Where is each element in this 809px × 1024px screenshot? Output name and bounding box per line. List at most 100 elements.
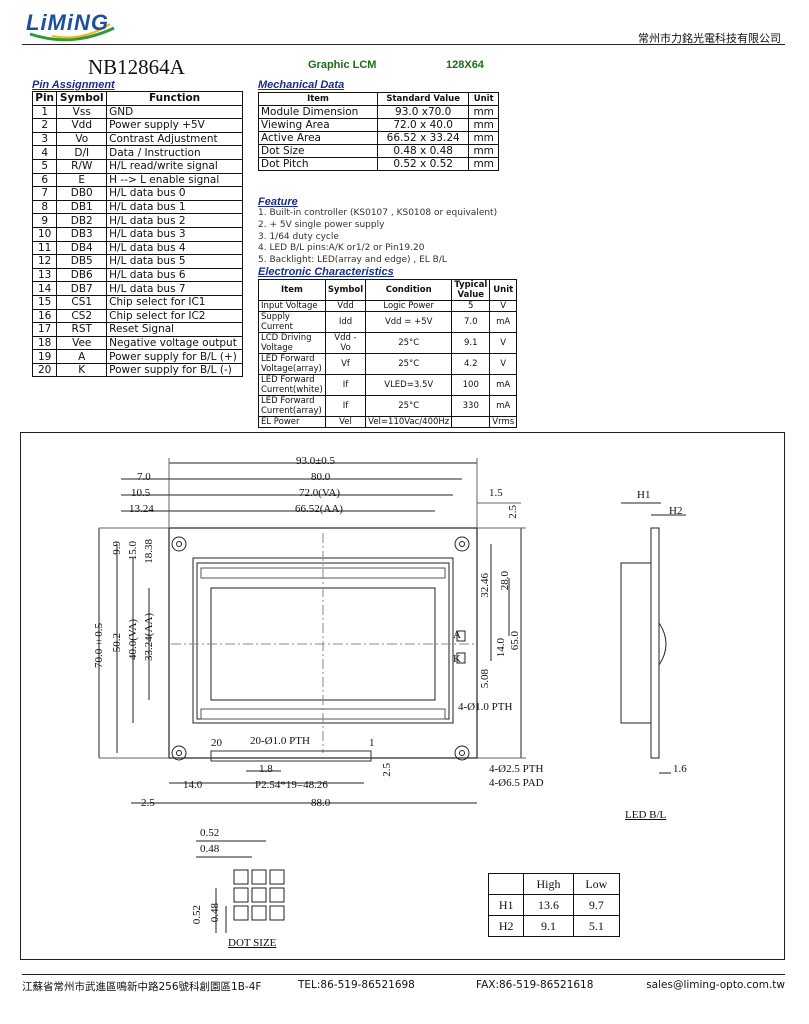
dim-module-width: 93.0±0.5 (296, 455, 336, 467)
table-cell: Vel (324, 416, 367, 428)
table-header: Unit (489, 279, 518, 301)
table-cell: 4 (31, 145, 58, 160)
table-cell: 1 (31, 104, 58, 120)
dim-active-area: 66.52(AA) (295, 503, 343, 515)
table-cell: 0.48 x 0.48 (376, 144, 470, 158)
electronic-characteristics-title: Electronic Characteristics (258, 266, 394, 278)
table-cell: DB3 (56, 226, 108, 242)
table-cell: R/W (56, 158, 108, 174)
footer-email-text[interactable]: sales@liming-opto.com.tw (646, 979, 785, 991)
table-cell (451, 416, 491, 428)
table-header: Symbol (56, 91, 108, 106)
table-cell: Supply Current (258, 311, 326, 333)
footer-fax: FAX:86-519-86521618 (476, 979, 594, 991)
table-cell: H/L data bus 4 (106, 240, 243, 256)
table-header: Function (106, 91, 243, 106)
table-cell: mm (468, 131, 499, 145)
feature-title: Feature (258, 196, 298, 208)
table-header: Item (258, 279, 326, 301)
dim-1-6: 1.6 (673, 763, 687, 775)
table-cell: H/L read/write signal (106, 158, 243, 174)
table-cell: 7.0 (451, 311, 491, 333)
dot-size-label: DOT SIZE (228, 937, 277, 949)
table-cell: LCD Driving Voltage (258, 332, 326, 354)
table-cell: LED Forward Current(array) (258, 395, 326, 417)
table-cell: Viewing Area (258, 118, 378, 132)
table-cell: 0.52 x 0.52 (376, 157, 470, 171)
table-cell: 8 (31, 199, 58, 215)
table-cell: Vee (56, 335, 108, 351)
dim-dot-0-52-v: 0.52 (191, 905, 203, 925)
feature-item: 5. Backlight: LED(array and edge) , EL B… (258, 255, 447, 266)
table-cell: mm (468, 144, 499, 158)
table-cell: High (523, 873, 574, 895)
footer-rule (22, 974, 785, 975)
table-cell: LED Forward Current(white) (258, 374, 326, 396)
dim-10-5: 10.5 (131, 487, 151, 499)
table-cell: RST (56, 322, 108, 337)
logo-text: LiMiNG (26, 10, 109, 35)
footer-email[interactable]: sales@liming-opto.com.tw (646, 979, 785, 991)
table-cell: Negative voltage output (106, 335, 243, 351)
table-header: Symbol (324, 279, 367, 301)
table-cell: If (324, 395, 367, 417)
feature-item: 3. 1/64 duty cycle (258, 231, 339, 242)
dim-dot-0-48: 0.48 (200, 843, 220, 855)
dim-9-9: 9.9 (111, 541, 123, 555)
table-cell: 20 (31, 362, 58, 378)
table-cell: 10 (31, 226, 58, 242)
label-h1: H1 (637, 489, 651, 501)
table-cell: Logic Power (365, 300, 453, 312)
table-cell: Vdd (56, 118, 108, 133)
dim-2-5-left: 2.5 (141, 797, 155, 809)
table-cell: 11 (31, 240, 58, 256)
table-cell: Module Dimension (258, 105, 378, 119)
dim-2-5-bottom: 2.5 (381, 763, 393, 777)
table-cell: DB4 (56, 240, 108, 256)
table-cell: CS1 (56, 294, 108, 310)
table-cell: 12 (31, 254, 58, 269)
table-cell: H1 (487, 894, 525, 916)
table-cell: 13 (31, 267, 58, 283)
dim-2-5-top: 2.5 (507, 505, 519, 519)
table-cell: Chip select for IC2 (106, 308, 243, 324)
table-cell: 2 (31, 118, 58, 133)
dim-80: 80.0 (311, 471, 331, 483)
dim-13-24: 13.24 (129, 503, 154, 515)
table-cell: 5 (451, 300, 491, 312)
holes-6-5: 4-Ø6.5 PAD (489, 777, 544, 789)
table-cell: 15 (31, 294, 58, 310)
dim-32-46: 32.46 (479, 573, 491, 598)
table-cell: 25°C (365, 353, 453, 375)
mechanical-drawing-frame: 93.0±0.5 80.0 7.0 10.5 72.0(VA) 13.24 66… (20, 432, 785, 960)
table-cell: Vrms (489, 416, 518, 428)
table-cell: H/L data bus 2 (106, 213, 243, 228)
table-cell: 18 (31, 335, 58, 351)
table-cell: H/L data bus 6 (106, 267, 243, 283)
table-cell: 9.1 (451, 332, 491, 354)
table-cell: Dot Size (258, 144, 378, 158)
table-cell: Chip select for IC1 (106, 294, 243, 310)
header-rule (22, 44, 785, 45)
table-cell: mm (468, 118, 499, 132)
dim-5-08: 5.08 (479, 669, 491, 689)
table-cell: 4.2 (451, 353, 491, 375)
dim-50-2: 50.2 (111, 633, 123, 653)
table-cell: CS2 (56, 308, 108, 324)
table-cell: 6 (31, 172, 58, 188)
company-name: 常州市力銘光電科技有限公司 (638, 32, 781, 45)
led-bl-label: LED B/L (625, 809, 667, 821)
